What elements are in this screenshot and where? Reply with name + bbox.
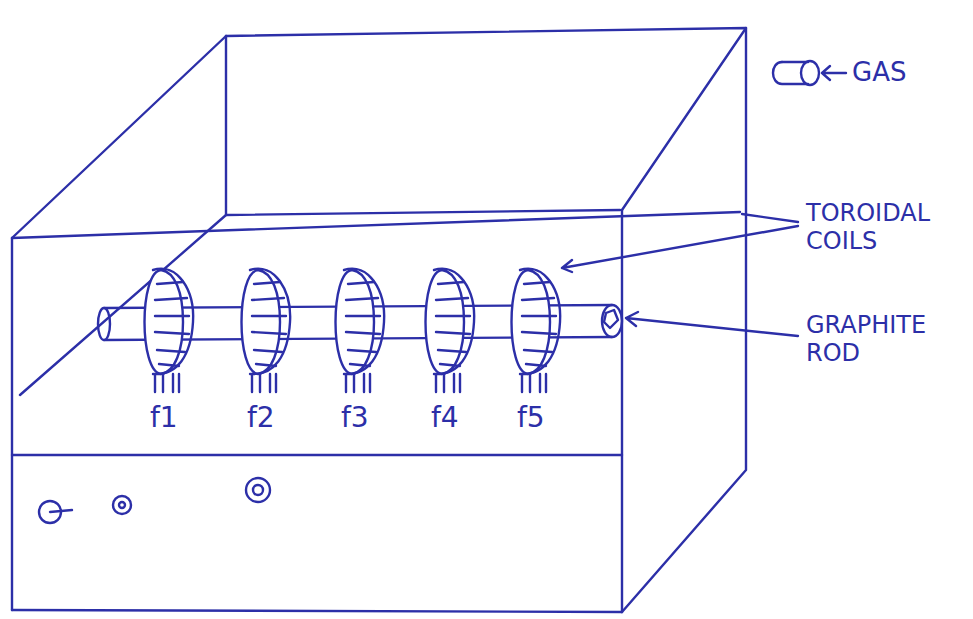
knob xyxy=(246,478,270,502)
knob xyxy=(253,485,263,495)
front-left-edge xyxy=(11,238,13,610)
panel-divider xyxy=(12,454,622,456)
leader-line xyxy=(562,226,798,272)
rod-end xyxy=(602,305,622,337)
back-face xyxy=(226,28,746,215)
front-top-edge xyxy=(12,212,740,238)
toroidal-coil-set xyxy=(145,269,561,392)
leader-line xyxy=(742,214,798,222)
top-right-edge xyxy=(622,28,746,210)
coil-frequency: f1 xyxy=(150,402,178,434)
gas-label: GAS xyxy=(852,58,906,88)
coil-frequency: f2 xyxy=(247,402,275,434)
part-label: TOROIDAL COILS xyxy=(806,200,961,255)
rod-end xyxy=(98,308,110,340)
top-left-edge xyxy=(12,36,226,238)
inner-diagonal xyxy=(20,215,226,395)
front-right-edge xyxy=(621,210,623,612)
part-label: GRAPHITE ROD xyxy=(806,312,961,367)
back-face-edge xyxy=(226,36,620,215)
front-bottom-edge xyxy=(12,610,622,612)
leader-line xyxy=(626,312,798,336)
knob xyxy=(113,496,131,514)
right-face-edge xyxy=(622,215,746,612)
knob-stem xyxy=(50,510,72,512)
knob xyxy=(119,502,125,508)
gas-pipe-end xyxy=(801,61,819,85)
rod-end-face xyxy=(604,310,618,328)
coil-frequency: f3 xyxy=(341,402,369,434)
coil-frequency: f5 xyxy=(517,402,545,434)
gas-arrow xyxy=(822,66,846,80)
coil-frequency: f4 xyxy=(431,402,459,434)
